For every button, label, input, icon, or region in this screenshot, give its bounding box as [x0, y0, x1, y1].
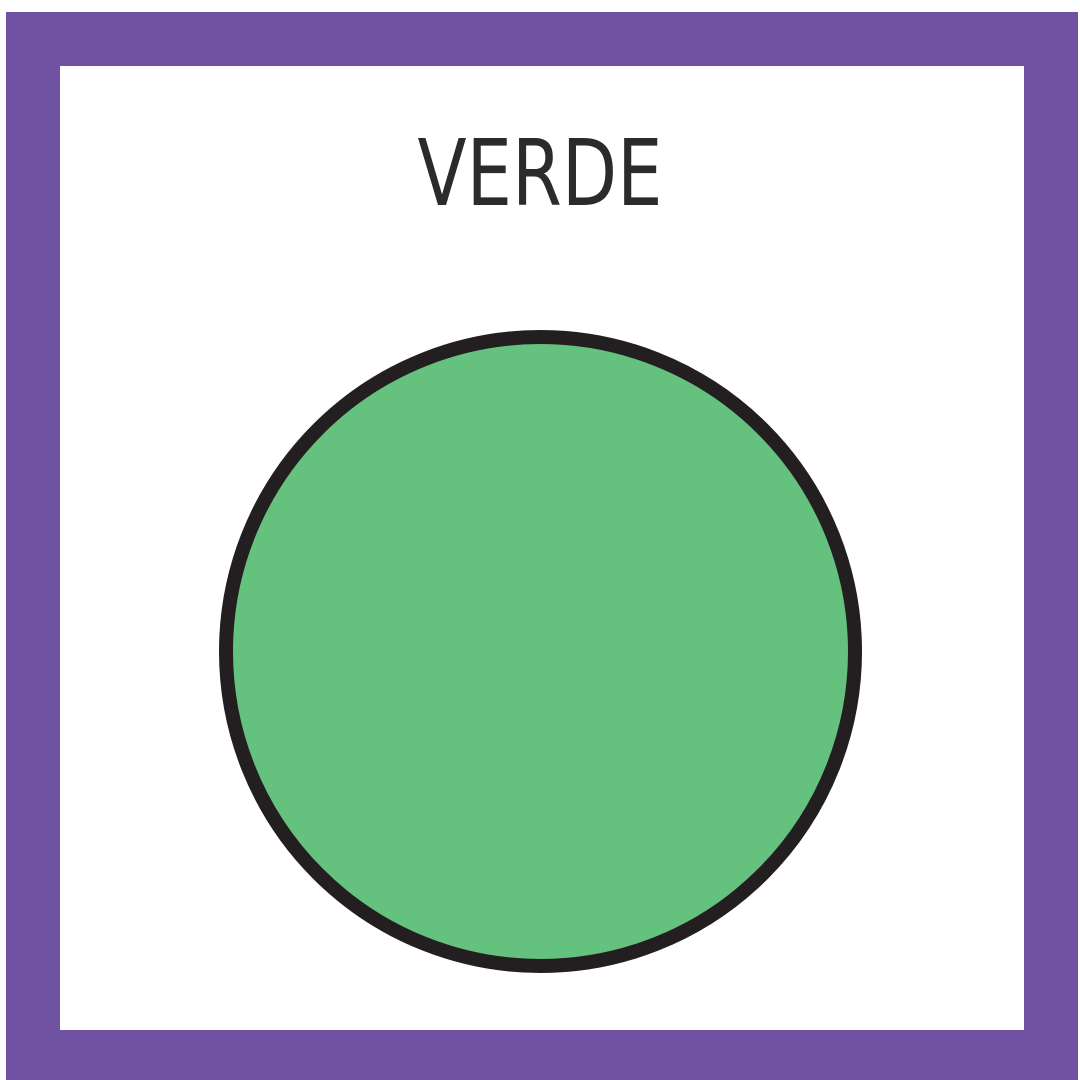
color-card-frame	[6, 12, 1078, 1080]
green-circle-swatch	[219, 330, 862, 973]
color-name-label: VERDE	[417, 120, 663, 227]
